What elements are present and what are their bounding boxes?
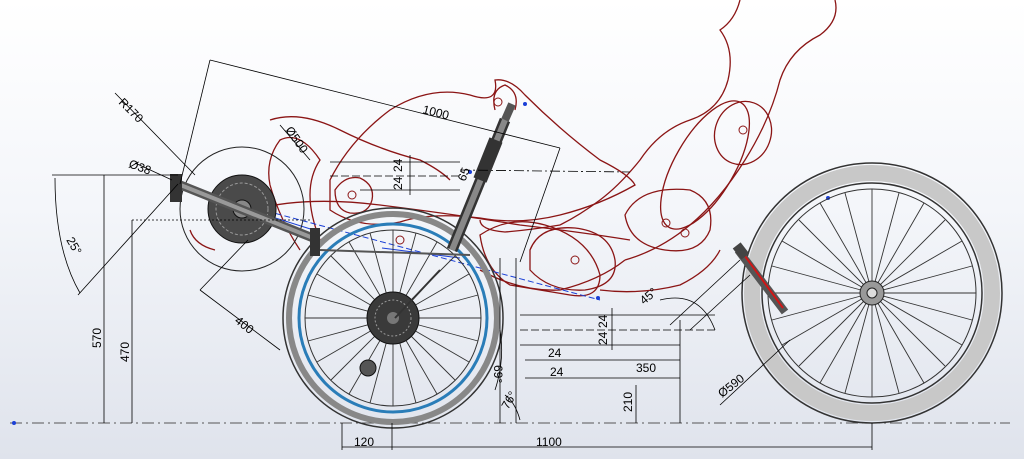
front-fork (732, 242, 789, 315)
dim-25deg: 25° (63, 235, 84, 258)
dim-65: 65 (455, 165, 473, 183)
dim-d590: Ø590 (715, 371, 747, 400)
leg-sketch (189, 79, 721, 297)
dimension-lines (52, 59, 873, 450)
dim-24-upper-a: 24 (391, 158, 405, 172)
dim-d500: Ø500 (283, 124, 311, 156)
dim-1100: 1100 (536, 435, 562, 449)
front-wheel (741, 162, 1003, 424)
dim-69deg: 69° (491, 365, 505, 383)
rear-wheel (282, 207, 504, 429)
dim-r170: R170 (116, 95, 146, 125)
dim-350: 350 (636, 361, 656, 375)
dim-570: 570 (90, 328, 104, 348)
dim-24-lower-c: 24 (548, 346, 562, 360)
dim-45deg: 45° (637, 285, 660, 308)
dim-d38: Ø38 (127, 157, 153, 178)
dim-24-lower-e: 24 (596, 314, 610, 328)
frame (170, 102, 516, 319)
dim-470: 470 (118, 342, 132, 362)
bottom-bracket (170, 174, 182, 202)
joint-markers (347, 97, 748, 265)
dim-24-lower-f: 24 (596, 331, 610, 345)
rider-silhouette (479, 0, 837, 291)
dim-210: 210 (621, 392, 635, 412)
blue-points (468, 102, 830, 300)
ground-point (12, 421, 16, 425)
dim-76deg: 76° (498, 389, 519, 412)
dim-120: 120 (354, 435, 374, 449)
dim-24-upper-b: 24 (391, 176, 405, 190)
dim-1000: 1000 (421, 102, 451, 122)
dim-24-lower-d: 24 (550, 365, 564, 379)
